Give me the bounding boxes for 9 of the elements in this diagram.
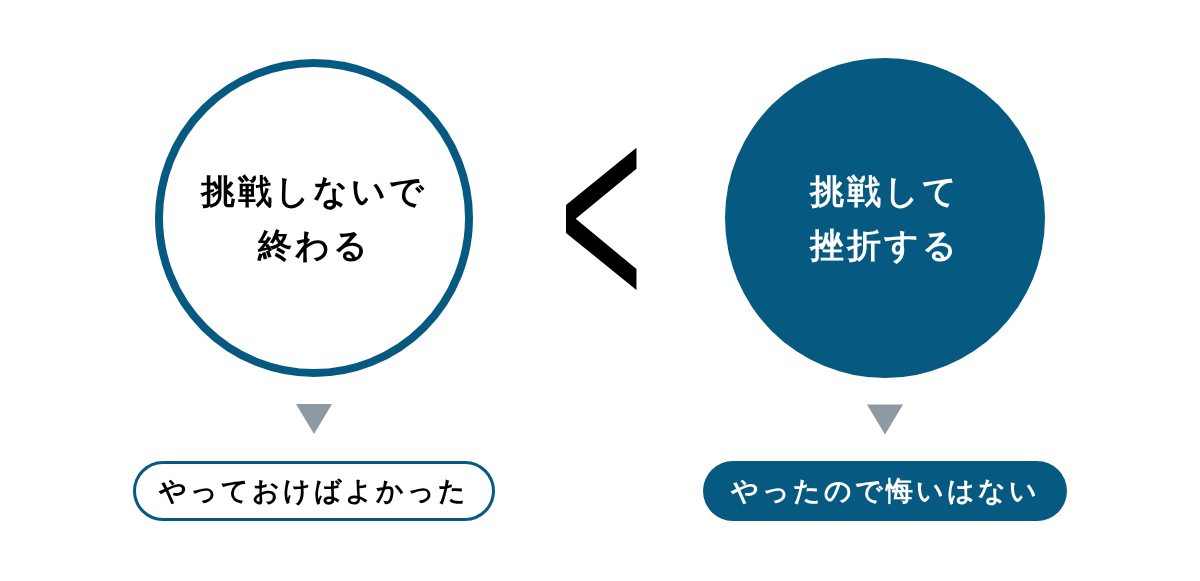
circle-label: 挑戦しないで終わる xyxy=(199,171,428,266)
circle-label: 挑戦して挫折する xyxy=(809,171,961,266)
pill-label: やったので悔いはない xyxy=(730,475,1040,508)
triangle-arrow xyxy=(867,404,903,435)
outlined-pill xyxy=(133,461,495,521)
filled-pill xyxy=(703,461,1067,521)
triangle-arrow xyxy=(296,404,332,434)
less-than-sign: < xyxy=(558,129,644,297)
pill-label: やっておけばよかった xyxy=(159,475,469,508)
